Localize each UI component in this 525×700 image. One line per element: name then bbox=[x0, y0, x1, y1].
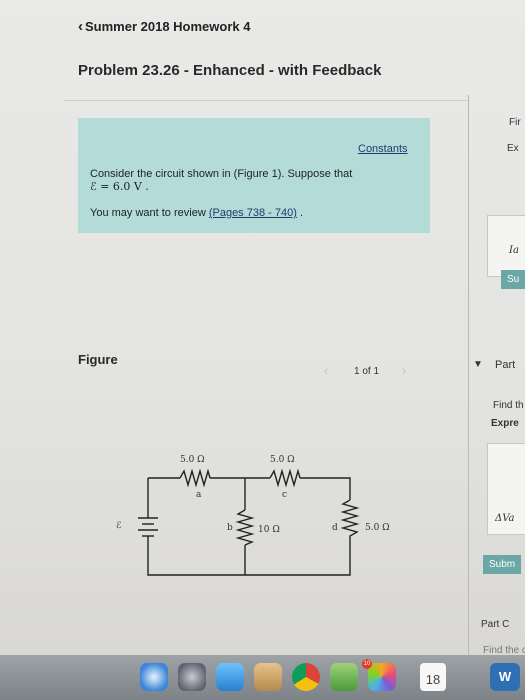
figure-label: Figure bbox=[78, 352, 118, 367]
prev-figure-icon[interactable]: ‹ bbox=[324, 363, 329, 378]
review-suffix: . bbox=[296, 207, 304, 219]
answer-input-ia[interactable] bbox=[487, 215, 525, 277]
delta-va-variable: ΔVa bbox=[495, 513, 515, 524]
emf-value: ℰ = 6.0 V . bbox=[90, 180, 149, 193]
right-text-2: Ex bbox=[507, 143, 519, 154]
express-text: Expre bbox=[491, 418, 519, 429]
r3-label: 10 Ω bbox=[258, 525, 280, 535]
r4-label: 5.0 Ω bbox=[365, 523, 390, 533]
resistor-r4 bbox=[340, 499, 360, 555]
launchpad-icon[interactable] bbox=[178, 663, 206, 691]
node-d-label: d bbox=[332, 523, 338, 533]
r1-label: 5.0 Ω bbox=[180, 455, 205, 465]
calendar-icon[interactable]: 18 bbox=[420, 663, 446, 691]
panel-divider bbox=[468, 95, 469, 655]
problem-info-box bbox=[78, 118, 430, 233]
safari-icon[interactable] bbox=[140, 663, 168, 691]
r2-label: 5.0 Ω bbox=[270, 455, 295, 465]
problem-statement: Consider the circuit shown in (Figure 1)… bbox=[90, 168, 353, 180]
constants-link[interactable]: Constants bbox=[358, 143, 408, 155]
submit-button-b[interactable]: Subm bbox=[483, 555, 522, 574]
collapse-toggle-icon[interactable]: ▼ bbox=[473, 359, 483, 370]
review-prefix: You may want to review bbox=[90, 207, 209, 219]
photos-icon[interactable] bbox=[368, 663, 396, 691]
mail-icon[interactable] bbox=[216, 663, 244, 691]
resistor-r1 bbox=[179, 468, 211, 488]
page-title: Problem 23.26 - Enhanced - with Feedback bbox=[78, 62, 382, 79]
notification-badge: 10 bbox=[362, 659, 372, 669]
figure-pager: ‹ 1 of 1 › bbox=[318, 362, 428, 382]
right-text-1: Fir bbox=[509, 117, 521, 128]
word-icon[interactable]: W bbox=[490, 663, 520, 691]
node-c-label: c bbox=[282, 490, 287, 500]
find-text: Find th bbox=[493, 400, 524, 411]
chevron-left-icon: ‹ bbox=[78, 18, 83, 35]
browser-viewport bbox=[0, 0, 525, 655]
next-figure-icon[interactable]: › bbox=[402, 363, 407, 378]
contacts-icon[interactable] bbox=[254, 663, 282, 691]
emf-label: ℰ bbox=[116, 521, 122, 531]
node-b-label: b bbox=[227, 523, 233, 533]
resistor-r2 bbox=[269, 468, 301, 488]
node-a-label: a bbox=[196, 490, 202, 500]
resistor-r3 bbox=[235, 509, 255, 546]
part-label: Part bbox=[495, 359, 516, 371]
answer-panel: Fir Ex Ia Su ▼ Part Find th Expre ΔVa Su… bbox=[469, 95, 525, 655]
divider bbox=[64, 100, 468, 101]
back-link-label: Summer 2018 Homework 4 bbox=[85, 19, 251, 34]
ia-variable: Ia bbox=[509, 245, 519, 256]
review-text: You may want to review (Pages 738 - 740)… bbox=[90, 207, 303, 219]
find-c-text: Find the c bbox=[483, 645, 525, 655]
back-link[interactable]: ‹Summer 2018 Homework 4 bbox=[78, 18, 250, 35]
review-pages-link[interactable]: (Pages 738 - 740) bbox=[208, 207, 297, 219]
chrome-icon[interactable] bbox=[292, 663, 320, 691]
submit-button-a[interactable]: Su bbox=[501, 270, 525, 289]
figure-pager-label: 1 of 1 bbox=[354, 366, 380, 377]
maps-icon[interactable] bbox=[330, 663, 358, 691]
part-c-label: Part C bbox=[481, 619, 510, 630]
answer-input-va[interactable] bbox=[487, 443, 525, 535]
circuit-diagram: 5.0 Ω 5.0 Ω 10 Ω 5.0 Ω a b c d ℰ bbox=[116, 455, 390, 576]
